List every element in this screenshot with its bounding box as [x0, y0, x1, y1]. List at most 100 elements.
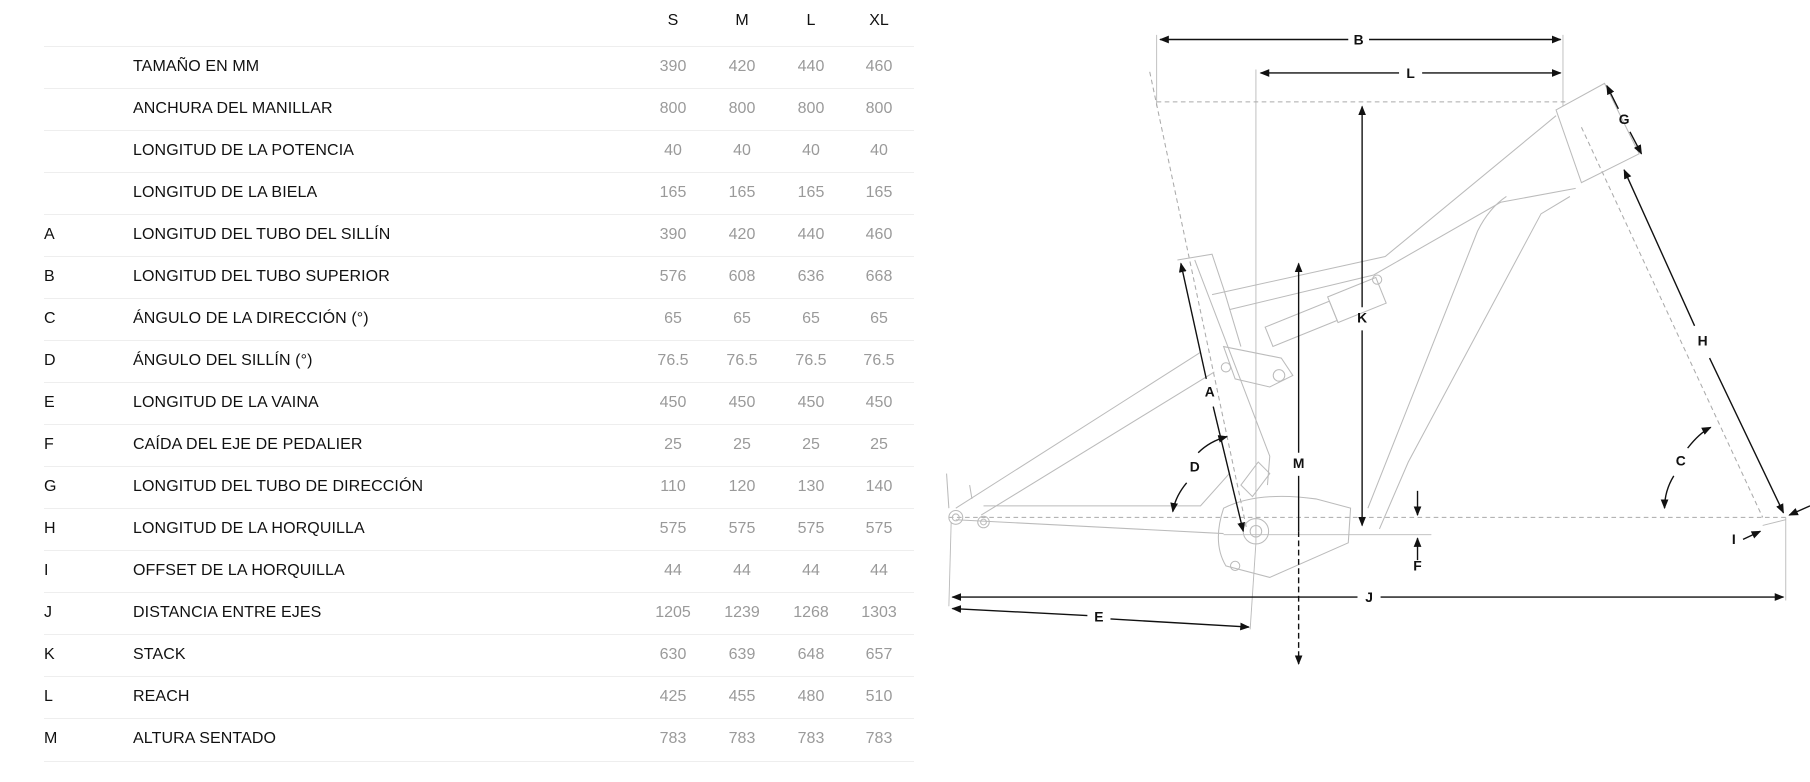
value-m: 40: [733, 142, 751, 159]
value-m: 639: [728, 646, 756, 663]
value-s: 450: [659, 394, 687, 411]
value-l: 40: [802, 142, 820, 159]
dimension-letter: B: [44, 268, 55, 285]
dimension-letter: F: [44, 436, 54, 453]
value-xl: 25: [870, 436, 888, 453]
value-l: 76.5: [795, 352, 827, 369]
value-m: 1239: [724, 604, 760, 621]
value-s: 165: [659, 184, 687, 201]
dimension-letter: L: [44, 688, 53, 705]
dimension-letter: I: [44, 562, 49, 579]
value-xl: 40: [870, 142, 888, 159]
value-xl: 800: [865, 100, 893, 117]
value-xl: 783: [865, 730, 893, 747]
dim-label-e: E: [1094, 608, 1103, 624]
value-s: 783: [659, 730, 687, 747]
value-m: 44: [733, 562, 751, 579]
value-l: 130: [797, 478, 825, 495]
dimension-label: ÁNGULO DE LA DIRECCIÓN (°): [133, 310, 369, 327]
value-l: 575: [797, 520, 825, 537]
value-xl: 1303: [861, 604, 897, 621]
dimension-letter: A: [44, 226, 55, 243]
value-m: 120: [728, 478, 756, 495]
value-m: 76.5: [726, 352, 758, 369]
dimension-letter: J: [44, 604, 52, 621]
value-s: 44: [664, 562, 682, 579]
dimension-label: DISTANCIA ENTRE EJES: [133, 604, 322, 621]
size-header-l: L: [806, 12, 816, 29]
value-s: 630: [659, 646, 687, 663]
dimension-label: LONGITUD DE LA BIELA: [133, 184, 318, 201]
value-s: 575: [659, 520, 687, 537]
size-header-xl: XL: [869, 12, 889, 29]
dim-label-b: B: [1354, 31, 1364, 47]
value-l: 44: [802, 562, 820, 579]
value-xl: 44: [870, 562, 888, 579]
dim-label-g: G: [1619, 111, 1630, 127]
dimension-arrows: [951, 35, 1810, 665]
dimension-label: LONGITUD DEL TUBO SUPERIOR: [133, 268, 390, 285]
value-m: 165: [728, 184, 756, 201]
dimension-label: ANCHURA DEL MANILLAR: [133, 100, 333, 117]
value-s: 425: [659, 688, 687, 705]
value-s: 65: [664, 310, 682, 327]
value-l: 165: [797, 184, 825, 201]
value-m: 575: [728, 520, 756, 537]
dimension-letter: M: [44, 730, 58, 747]
dim-label-j: J: [1365, 589, 1373, 605]
dim-label-a: A: [1205, 383, 1215, 399]
dim-label-f: F: [1413, 558, 1421, 574]
value-s: 1205: [655, 604, 691, 621]
reference-lines: [948, 34, 1787, 630]
dimension-label: OFFSET DE LA HORQUILLA: [133, 562, 345, 579]
value-xl: 510: [865, 688, 893, 705]
value-s: 110: [660, 478, 686, 495]
dimension-letter: G: [44, 478, 57, 495]
value-l: 440: [797, 226, 825, 243]
dimension-letter: H: [44, 520, 56, 537]
table-row: I OFFSET DE LA HORQUILLA 44 44 44 44: [44, 550, 914, 593]
dimension-label: LONGITUD DE LA HORQUILLA: [133, 520, 365, 537]
value-m: 608: [728, 268, 756, 285]
value-xl: 668: [865, 268, 893, 285]
dimension-label: LONGITUD DEL TUBO DE DIRECCIÓN: [133, 478, 424, 495]
dimension-label: STACK: [133, 646, 186, 663]
value-m: 65: [733, 310, 751, 327]
value-s: 390: [659, 226, 687, 243]
value-l: 636: [797, 268, 825, 285]
table-row: J DISTANCIA ENTRE EJES 1205 1239 1268 1303: [44, 592, 914, 635]
dimension-label: REACH: [133, 688, 190, 705]
value-s: 390: [659, 58, 687, 75]
value-l: 1268: [793, 604, 829, 621]
value-xl: 460: [865, 226, 893, 243]
value-l: 440: [797, 58, 825, 75]
dimension-label: ALTURA SENTADO: [133, 730, 277, 747]
dimension-letter: D: [44, 352, 56, 369]
value-xl: 460: [865, 58, 893, 75]
value-l: 25: [802, 436, 820, 453]
value-m: 455: [728, 688, 756, 705]
value-xl: 140: [865, 478, 893, 495]
value-s: 25: [664, 436, 682, 453]
value-l: 480: [797, 688, 825, 705]
dimension-letter: E: [44, 394, 55, 411]
value-s: 800: [659, 100, 687, 117]
table-row: L REACH 425 455 480 510: [44, 676, 914, 719]
value-xl: 450: [865, 394, 893, 411]
value-xl: 657: [865, 646, 893, 663]
value-l: 65: [802, 310, 820, 327]
value-xl: 76.5: [863, 352, 895, 369]
dimension-label: LONGITUD DEL TUBO DEL SILLÍN: [133, 226, 391, 243]
value-l: 783: [797, 730, 825, 747]
value-l: 450: [797, 394, 825, 411]
value-s: 576: [659, 268, 687, 285]
